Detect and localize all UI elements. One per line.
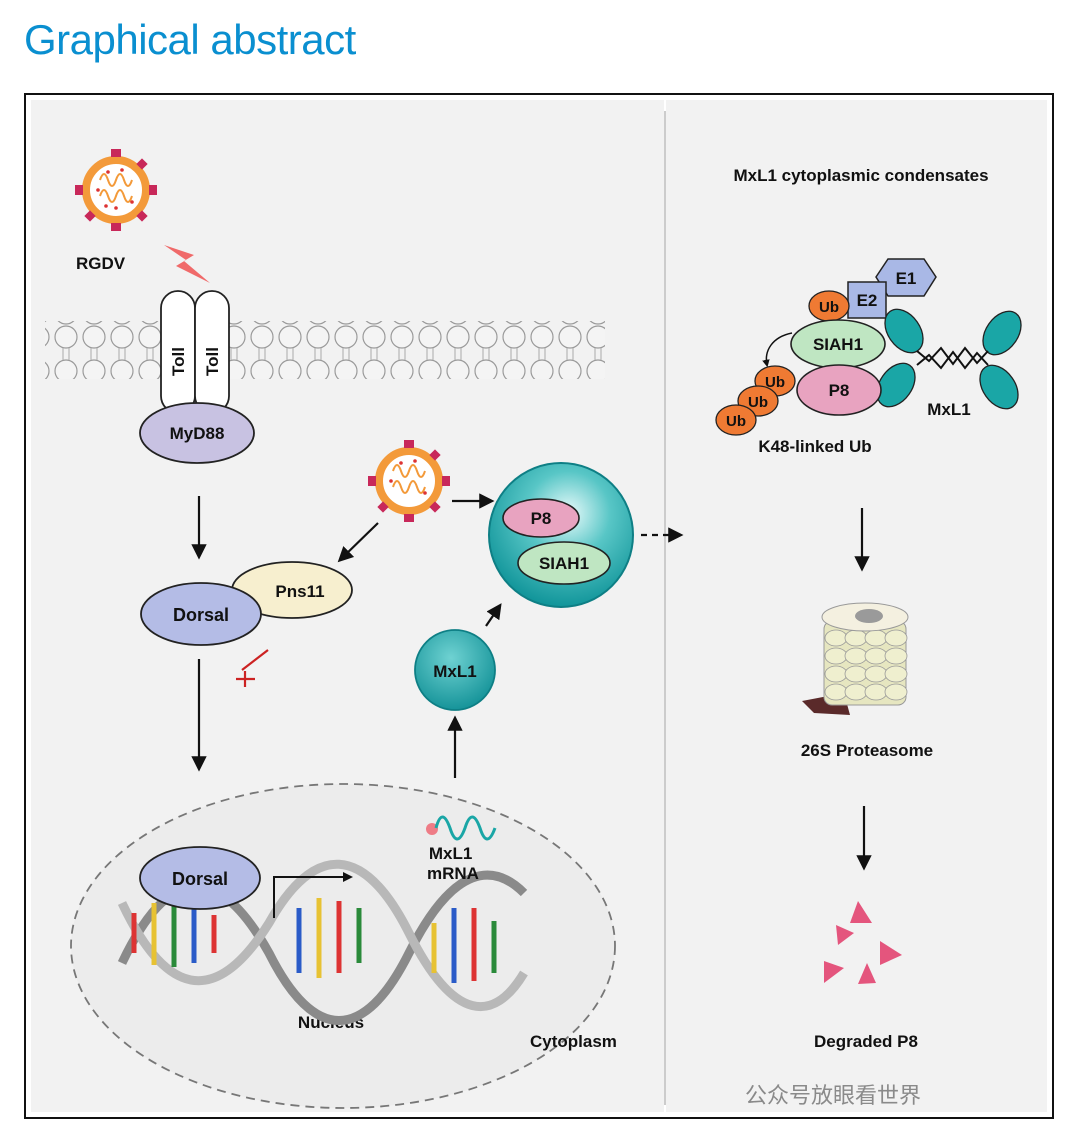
mxl1-complex-icon: [876, 308, 1022, 410]
dorsal-cytoplasm-label: Dorsal: [173, 605, 229, 625]
mxl1-droplet-label: MxL1: [433, 662, 476, 681]
cell-membrane: [45, 321, 605, 379]
mxl1-mrna-label: MxL1 mRNA: [427, 844, 479, 883]
lightning-icon: [164, 245, 210, 283]
mxl1-mrna-line1: MxL1: [429, 844, 472, 863]
rgdv-virus-icon: [75, 149, 157, 231]
ub-top-label: Ub: [819, 299, 839, 316]
ub-chain-label-1: Ub: [765, 374, 785, 391]
ub-chain-node-3: [715, 404, 757, 436]
page-title: Graphical abstract: [24, 16, 356, 63]
rgdv-label: RGDV: [76, 254, 126, 273]
dorsal-cytoplasm-node: [140, 582, 262, 646]
siah1-condensate-label: SIAH1: [539, 554, 589, 573]
dorsal-nucleus-node: [139, 846, 261, 910]
myd88-node: [139, 402, 255, 464]
inhibition-icon: [236, 649, 269, 687]
e2-label: E2: [857, 291, 878, 310]
proteasome-label: 26S Proteasome: [801, 741, 933, 760]
degraded-fragments-icon: [824, 901, 902, 984]
mxl1-complex-label: MxL1: [927, 400, 970, 419]
proteasome-icon: [802, 602, 909, 715]
siah1-condensate-node: [517, 541, 611, 585]
k48-label: K48-linked Ub: [758, 437, 871, 456]
ub-chain-label-3: Ub: [726, 413, 746, 430]
graphical-abstract-diagram: RGDV Toll Toll MyD88 Pns11 Dorsal Nucleu…: [31, 100, 1047, 1112]
p8-complex-label: P8: [829, 381, 850, 400]
myd88-label: MyD88: [170, 424, 225, 443]
mxl1-droplet-node: [414, 629, 496, 711]
e1-label: E1: [896, 269, 917, 288]
watermark: 公众号放眼看世界: [745, 1084, 922, 1109]
rgdv-virus-icon-center: [368, 440, 450, 522]
condensates-title: MxL1 cytoplasmic condensates: [733, 166, 988, 185]
dorsal-nucleus-label: Dorsal: [172, 869, 228, 889]
arrow-droplet-condensate: [485, 603, 502, 627]
p8-condensate-label: P8: [531, 509, 552, 528]
siah1-complex-label: SIAH1: [813, 335, 863, 354]
toll-label-right: Toll: [203, 347, 222, 376]
p8-condensate-node: [502, 498, 580, 538]
cytoplasm-label: Cytoplasm: [530, 1032, 617, 1051]
mrna-icon: [426, 815, 497, 841]
transcription-start-arrow: [273, 872, 353, 918]
pns11-label: Pns11: [275, 582, 324, 601]
e1-node: [875, 258, 937, 297]
arrow-virus-pns11: [337, 522, 379, 563]
toll-label-left: Toll: [169, 347, 188, 376]
mxl1-mrna-line2: mRNA: [427, 864, 479, 883]
degraded-label: Degraded P8: [814, 1032, 918, 1051]
ub-chain-label-2: Ub: [748, 394, 768, 411]
ubiquitin-transfer-arrow: [762, 332, 793, 368]
p8-complex-node: [796, 364, 882, 416]
